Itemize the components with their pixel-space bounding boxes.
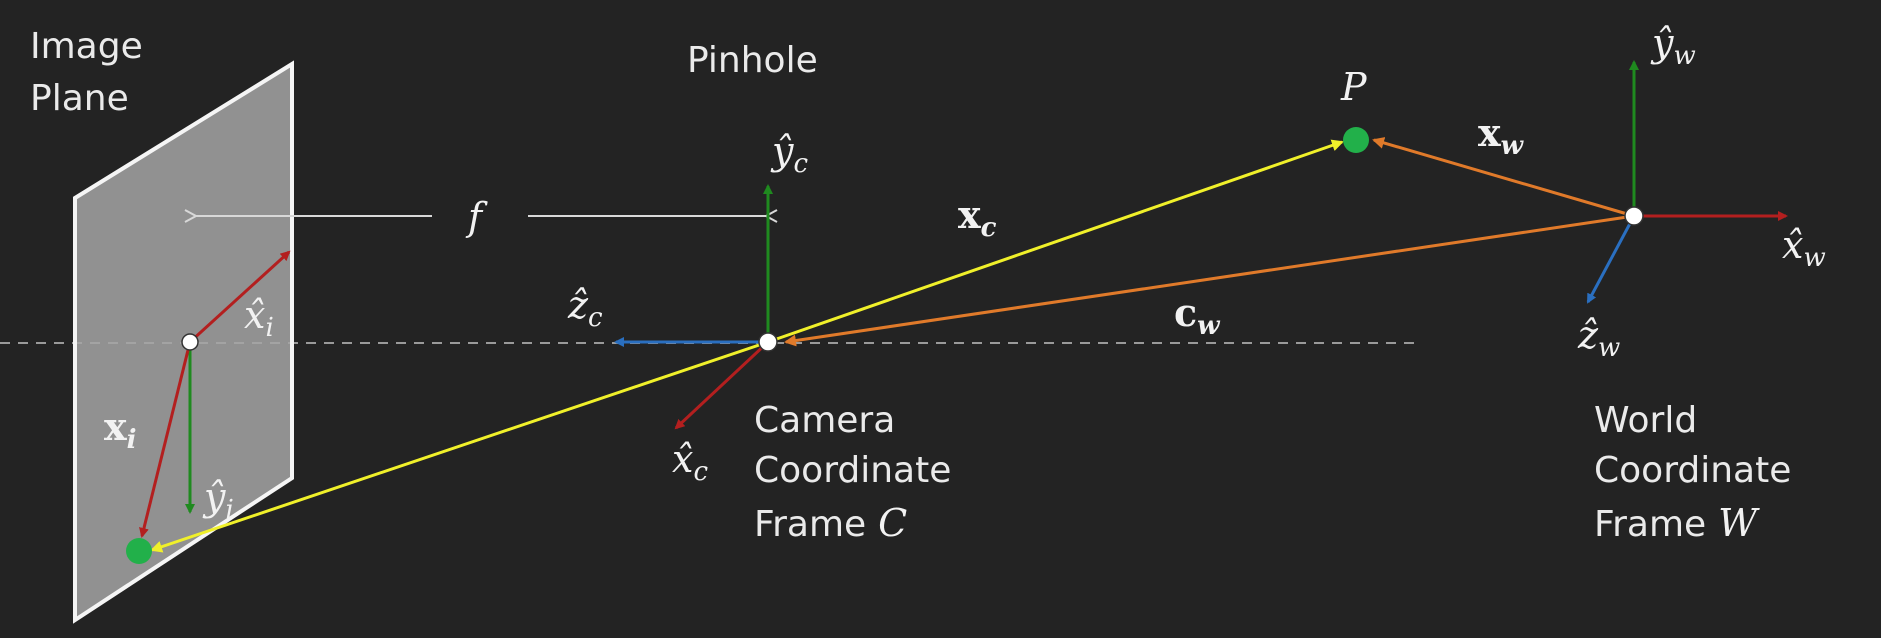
camera-frame-symbol: C <box>878 501 907 545</box>
world-frame-word: Frame <box>1594 504 1706 545</box>
camera-y-axis-label: ŷc <box>770 129 808 179</box>
c-w-vector <box>784 214 1635 347</box>
image-y-axis-label: ŷi <box>202 475 234 525</box>
image-plane-label-line2: Plane <box>30 78 129 119</box>
world-y-axis-label: ŷw <box>1650 21 1696 71</box>
world-frame-label-line2: Coordinate <box>1594 450 1791 491</box>
c-w-label: cw <box>1174 290 1221 341</box>
image-x-axis-label: x̂i <box>244 293 274 343</box>
image-point <box>126 538 152 564</box>
pinhole-label: Pinhole <box>687 40 818 81</box>
ray-to-image-point <box>150 340 769 553</box>
pinhole-point <box>758 332 778 352</box>
image-point-vector-x-i <box>139 341 192 538</box>
camera-z-axis-label: ẑc <box>567 283 603 333</box>
camera-x-axis-label: x̂c <box>672 437 708 487</box>
world-frame-symbol: W <box>1718 501 1760 545</box>
point-p-label: P <box>1340 65 1368 109</box>
focal-length-label: f <box>465 195 488 239</box>
world-x-axis-label: x̂w <box>1782 223 1826 273</box>
x-i-label: xi <box>104 404 137 455</box>
world-z-axis-label: ẑw <box>1577 313 1620 363</box>
image-plane-label-line1: Image <box>30 26 143 67</box>
x-w-vector <box>1372 137 1635 218</box>
x-w-label: xw <box>1478 110 1525 161</box>
world-frame-label-line3: Frame W <box>1594 501 1760 545</box>
world-z-axis-arrow <box>1586 215 1636 304</box>
camera-frame-word: Frame <box>754 504 866 545</box>
ray-x-c-vector <box>767 139 1344 344</box>
camera-frame-label-line3: Frame C <box>754 501 907 545</box>
world-frame-label-line1: World <box>1594 400 1697 441</box>
x-c-label: xc <box>958 192 997 243</box>
world-origin-point <box>1624 206 1644 226</box>
image-x-axis-arrow <box>188 250 291 344</box>
point-p <box>1343 127 1369 153</box>
image-plane-origin-point <box>181 333 199 351</box>
camera-frame-label-line2: Coordinate <box>754 450 951 491</box>
camera-frame-label-line1: Camera <box>754 400 895 441</box>
camera-x-axis-arrow <box>674 340 770 430</box>
